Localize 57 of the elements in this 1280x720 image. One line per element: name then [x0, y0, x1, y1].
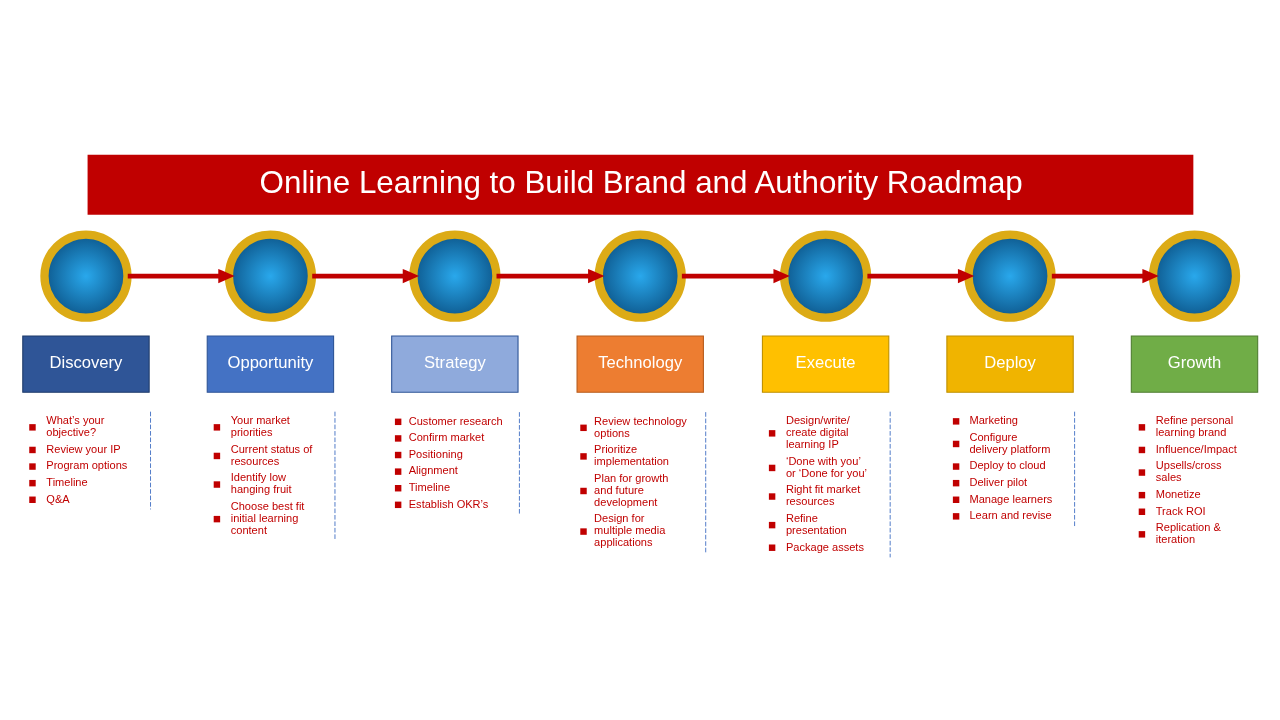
node-box: Deploy	[946, 335, 1074, 393]
node-circle	[779, 229, 872, 322]
node-label: Identify low hanging fruit	[230, 470, 292, 495]
node-circle	[409, 229, 501, 322]
node-label: Establish OKR’s	[408, 497, 489, 510]
node-label: Choose best fit initial learning content	[230, 499, 305, 536]
node-label: Your market priorities	[230, 413, 290, 438]
node-label: Program options	[46, 458, 128, 471]
node-label: Positioning	[408, 447, 463, 460]
node-label: Deliver pilot	[969, 475, 1028, 488]
node-label: Alignment	[408, 463, 458, 476]
arrow	[496, 268, 605, 283]
node-label: Track ROI	[1155, 504, 1206, 517]
node-label: Refine personal learning brand	[1155, 413, 1234, 438]
node-circle	[40, 229, 132, 322]
node-label: Refine presentation	[785, 511, 847, 536]
node-label: Learn and revise	[969, 508, 1052, 521]
node-label: Configure delivery platform	[969, 430, 1051, 455]
node-label: Marketing	[969, 413, 1018, 426]
node-label: Upsells/cross sales	[1155, 458, 1222, 483]
node-label: Confirm market	[408, 430, 485, 443]
node-circle	[594, 229, 686, 322]
node-label: Q&A	[46, 492, 70, 505]
node-label: Design/write/ create digital learning IP	[785, 413, 850, 450]
node-label: Customer research	[408, 414, 503, 427]
node-label: Right fit market resources	[785, 482, 861, 507]
node-label: Review technology options	[594, 414, 687, 439]
arrow	[867, 268, 975, 283]
node-label: Monetize	[1155, 487, 1201, 500]
node-circle	[1148, 229, 1241, 322]
node-label: Current status of resources	[230, 442, 313, 467]
node-circle	[964, 229, 1056, 322]
node-box: Strategy	[391, 335, 519, 393]
arrow	[312, 268, 420, 283]
node-label: Timeline	[408, 480, 451, 493]
arrow	[127, 268, 235, 283]
node-label: Review your IP	[46, 442, 121, 455]
node-box: Execute	[761, 335, 890, 393]
node-label: Influence/Impact	[1155, 442, 1237, 455]
node-label: Package assets	[785, 540, 864, 553]
node-label: ‘Done with you’ or ‘Done for you’	[785, 454, 868, 479]
node-box: Growth	[1130, 335, 1259, 393]
node-box: Technology	[576, 335, 704, 393]
node-box: Discovery	[22, 335, 150, 393]
node-box: Opportunity	[206, 335, 335, 393]
arrow	[681, 268, 790, 283]
arrow	[1051, 268, 1159, 283]
diagram-title: Online Learning to Build Brand and Authority Roadmap	[259, 164, 1023, 200]
node-label: Prioritize implementation	[594, 442, 670, 467]
node-label: Manage learners	[969, 492, 1053, 505]
node-label: Replication & iteration	[1155, 520, 1221, 545]
node-circle	[224, 229, 317, 322]
node-label: Timeline	[46, 475, 88, 488]
node-label: Deploy to cloud	[969, 458, 1046, 471]
node-label: Design for multiple media applications	[594, 511, 666, 548]
node-label: What’s your objective?	[46, 413, 105, 438]
node-label: Plan for growth and future development	[594, 471, 669, 508]
